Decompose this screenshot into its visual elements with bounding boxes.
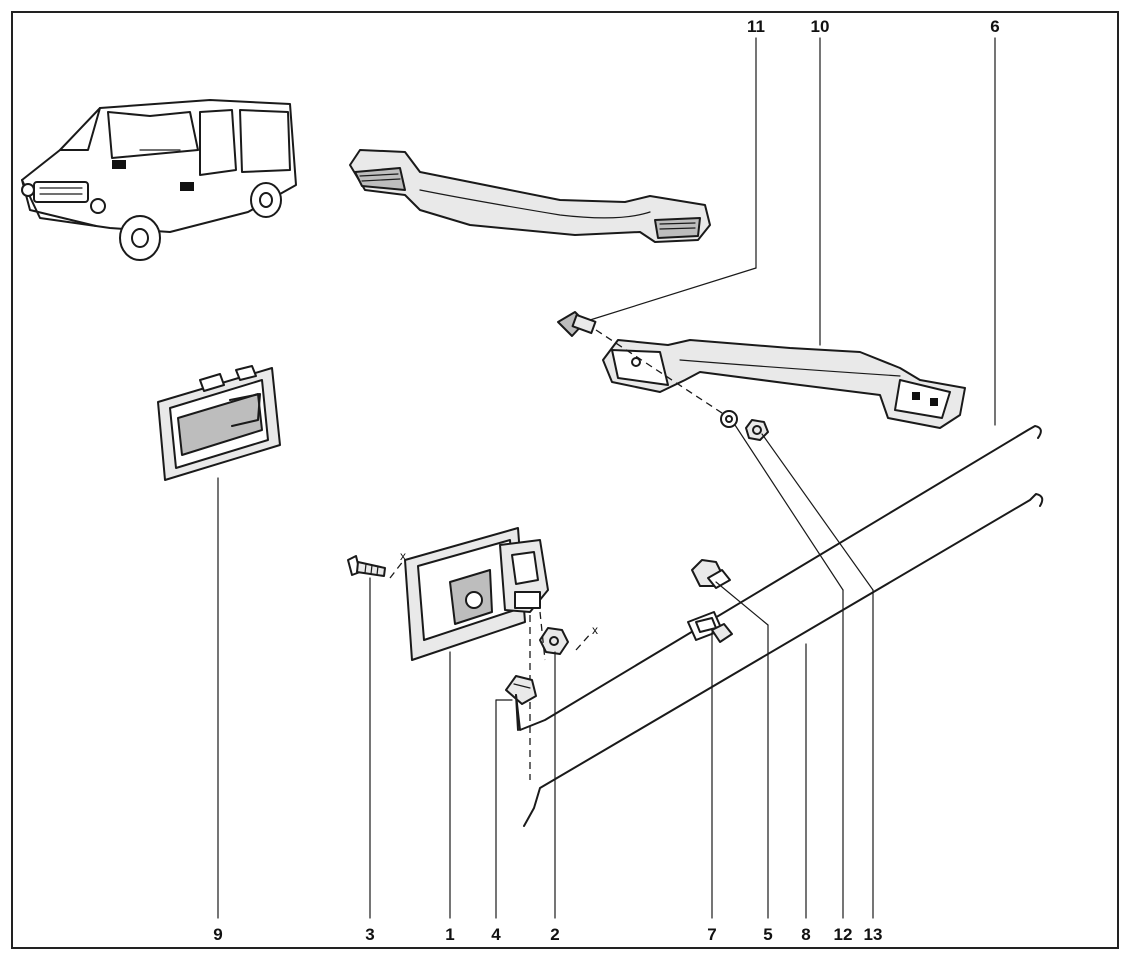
callout-9: 9 [213, 925, 222, 944]
nut-2 [539, 627, 569, 655]
clip-5 [691, 559, 731, 589]
callout-2: 2 [550, 925, 559, 944]
washer-12 [720, 410, 738, 428]
rod-6 [515, 425, 1042, 731]
mark-x-screw: x [400, 549, 406, 563]
screw-3 [347, 555, 386, 577]
leader-lines [217, 37, 996, 919]
mark-x-nut: x [592, 623, 598, 637]
callout-6: 6 [990, 17, 999, 36]
callout-5: 5 [763, 925, 772, 944]
callout-3: 3 [365, 925, 374, 944]
diagram-frame [11, 11, 1119, 949]
door-handle-assembly-9 [157, 365, 281, 481]
clip-4 [505, 675, 537, 705]
callout-13: 13 [864, 925, 883, 944]
callout-4: 4 [491, 925, 501, 944]
callout-8: 8 [801, 925, 810, 944]
screw-11 [557, 311, 597, 337]
callout-7: 7 [707, 925, 716, 944]
callout-11: 11 [747, 17, 765, 36]
callout-10: 10 [811, 17, 830, 36]
vehicle-illustration [21, 99, 297, 261]
grab-handle-10 [602, 339, 966, 429]
rod-8 [523, 493, 1044, 827]
inner-door-handle-1 [404, 527, 549, 661]
clip-7 [687, 611, 733, 643]
callout-1: 1 [445, 925, 454, 944]
callout-12: 12 [834, 925, 853, 944]
grab-handle-upper [349, 149, 711, 243]
